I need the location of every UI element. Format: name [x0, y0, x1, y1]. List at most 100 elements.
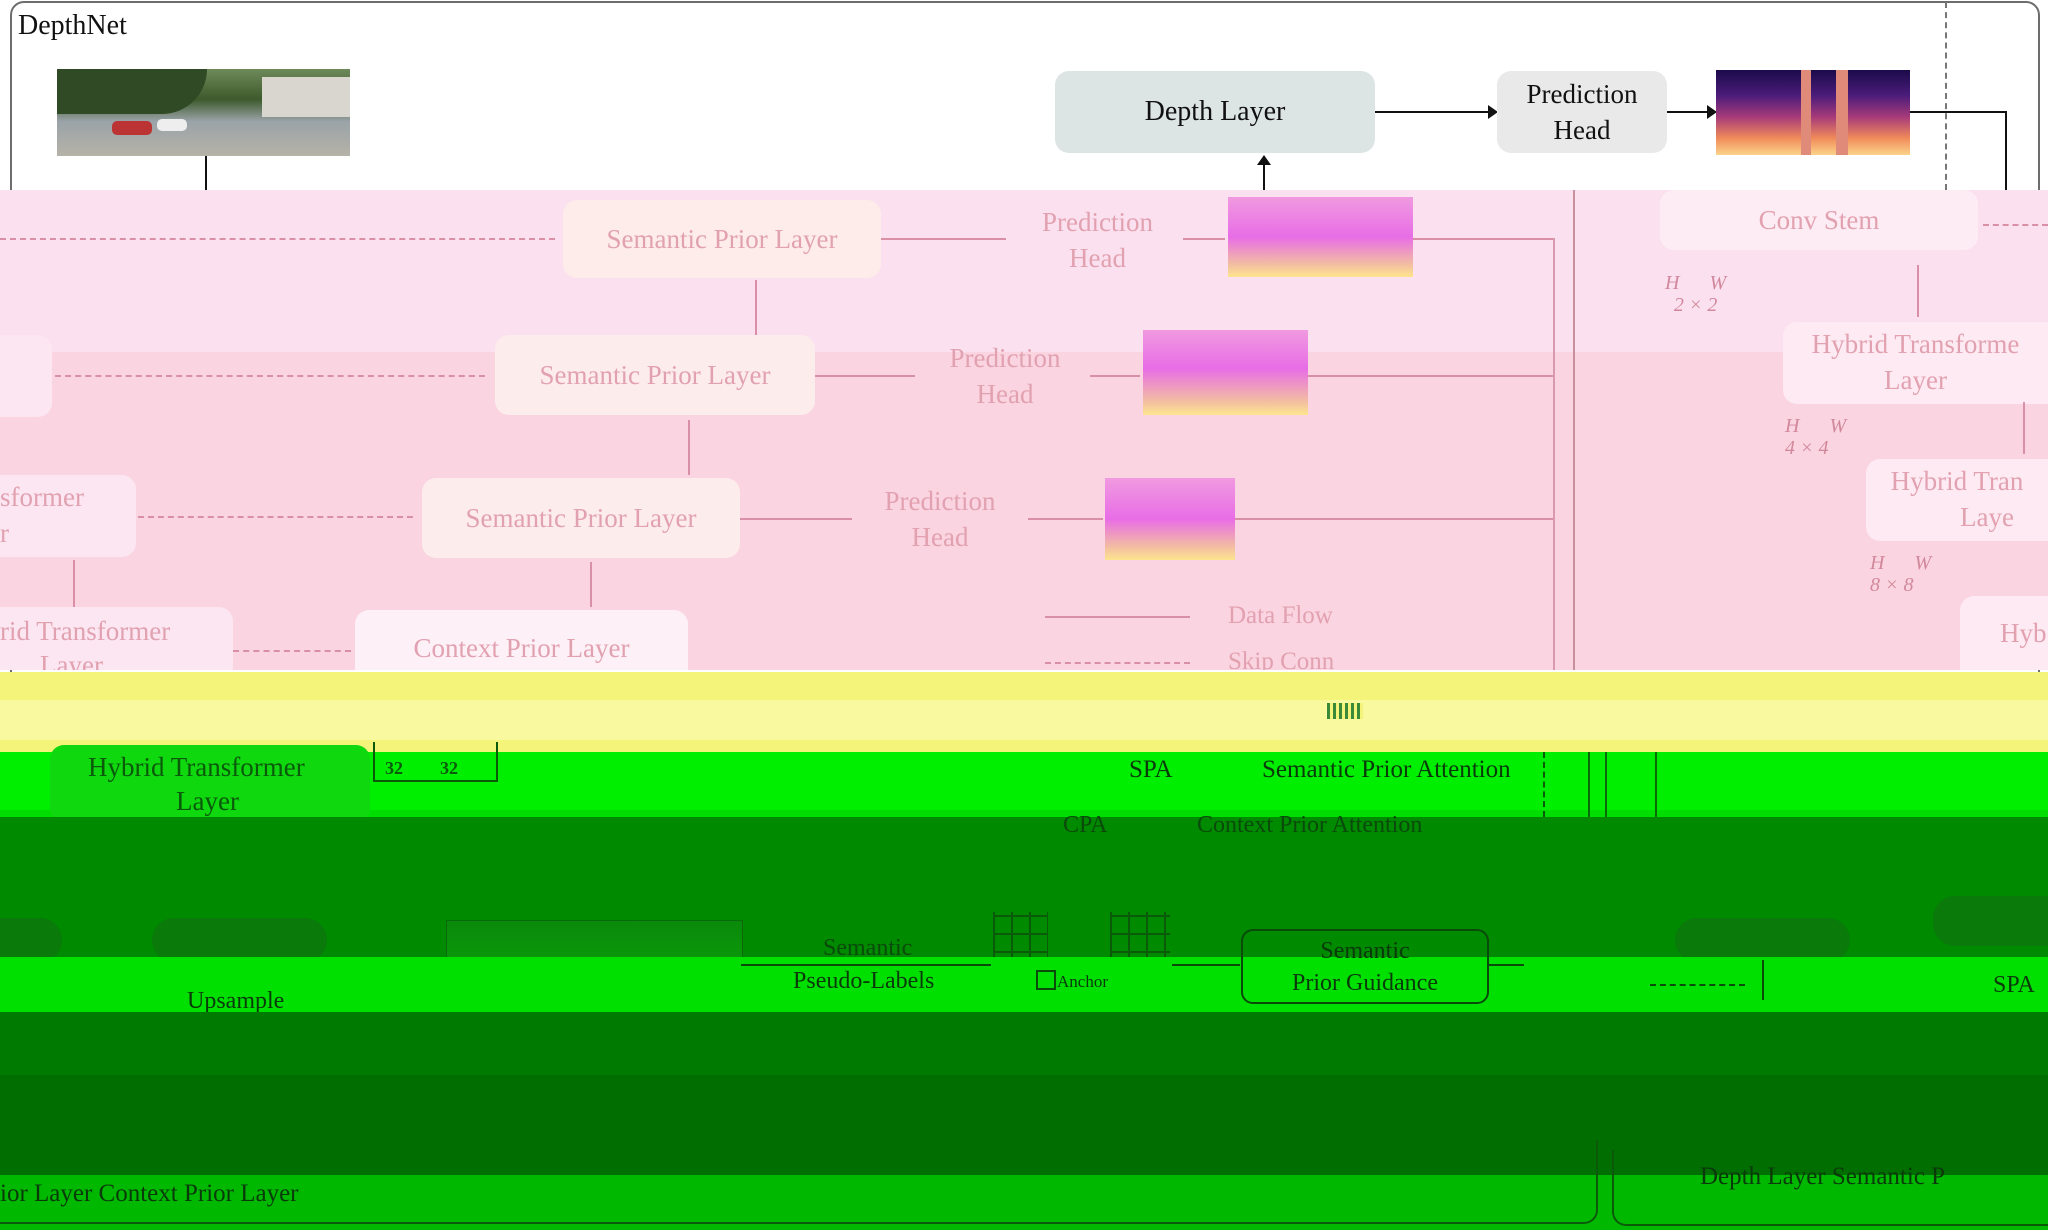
- bottom-box-outline: [0, 1140, 1598, 1224]
- dark-pill: [1933, 896, 2048, 946]
- diagram-title: DepthNet: [18, 10, 127, 41]
- skip-line: [1983, 224, 2048, 226]
- context-prior-layer-label: Context Prior Layer: [413, 633, 630, 663]
- semantic-prior-layer-1-label: Semantic Prior Layer: [606, 223, 838, 254]
- green-vline: [1655, 752, 1657, 822]
- legend-spa-full: Semantic Prior Attention: [1262, 756, 1511, 783]
- arrow-depth-to-head: [1375, 111, 1492, 113]
- semantic-prior-layer-2-label: Semantic Prior Layer: [539, 359, 771, 390]
- legend-cpa-full: Context Prior Attention: [1197, 812, 1423, 838]
- prediction-head-1-label: Prediction Head: [1042, 207, 1153, 273]
- fraction-box: [373, 742, 498, 782]
- semantic-prior-layer-1: Semantic Prior Layer: [563, 200, 881, 278]
- semantic-label: Semantic: [823, 935, 913, 961]
- legend-data-flow-line: [1045, 616, 1190, 618]
- htl-box-3: Hyb: [1960, 596, 2048, 670]
- upsample-label: Upsample: [187, 988, 285, 1014]
- f3-den: 8: [1870, 574, 1880, 596]
- dark-pill: [1675, 918, 1850, 962]
- arrowhead: [1488, 105, 1498, 119]
- down-arrow-line: [73, 560, 75, 607]
- depth-layer-label: Depth Layer: [1144, 96, 1286, 127]
- bottom-box-outline-right: [1612, 1150, 2048, 1226]
- context-prior-layer-box: [355, 610, 688, 670]
- arrow-line: [1489, 964, 1524, 966]
- legend-box-edge: [1543, 752, 1545, 817]
- htl-bottom-box: [50, 745, 370, 823]
- frac-32a: 32: [385, 758, 403, 778]
- input-street-image: [57, 69, 350, 156]
- times: ×: [1800, 437, 1814, 459]
- htl-partial-3b: Layer: [40, 650, 103, 670]
- dark-pill: [152, 918, 327, 962]
- output-arrow-down: [2005, 111, 2007, 191]
- partial-box-1: [0, 335, 52, 417]
- down-arrow-line: [1917, 265, 1919, 317]
- data-flow-line: [1090, 375, 1140, 377]
- htl-bottom-b: Layer: [176, 786, 239, 816]
- skip-line: [233, 650, 351, 652]
- skip-line: [138, 516, 413, 518]
- glitch-noise: [1327, 703, 1363, 719]
- input-arrow-down: [205, 156, 207, 196]
- f3-den2: 8: [1903, 574, 1914, 596]
- htl-2a: Hybrid Tran: [1890, 466, 2024, 496]
- htl-bottom-a: Hybrid Transformer: [88, 752, 305, 782]
- f1-num2: W: [1709, 272, 1727, 294]
- prediction-head-3: Prediction Head: [870, 483, 1010, 555]
- street-trees: [57, 69, 207, 114]
- data-flow-line: [1235, 518, 1553, 520]
- frac-32b: 32: [440, 758, 458, 778]
- street-car: [112, 121, 152, 135]
- depth-map-pole: [1836, 70, 1848, 155]
- arrow-head-to-depthmap: [1667, 111, 1711, 113]
- htl-partial-2b: r: [0, 518, 9, 548]
- depth-layer-box: Depth Layer: [1055, 71, 1375, 153]
- semantic-prior-layer-2: Semantic Prior Layer: [495, 335, 815, 415]
- up-arrow-line: [1762, 960, 1764, 1000]
- prior-guidance-a: Semantic: [1320, 938, 1410, 964]
- htl-2b: Laye: [1960, 502, 2014, 532]
- data-flow-line: [1413, 238, 1553, 240]
- arrow-line: [1172, 964, 1240, 966]
- legend-data-flow-label: Data Flow: [1228, 602, 1333, 629]
- arrow-line: [741, 964, 991, 966]
- output-depth-map: [1716, 70, 1910, 155]
- prediction-head-2-label: Prediction Head: [949, 343, 1061, 409]
- conv-stem-label: Conv Stem: [1758, 204, 1880, 235]
- prior-guidance-b: Prior Guidance: [1292, 970, 1438, 996]
- bracket-line: [1553, 238, 1555, 670]
- footer-right-labels: Depth Layer Semantic P: [1700, 1163, 1946, 1190]
- top-prediction-head-box: Prediction Head: [1497, 71, 1667, 153]
- f2-den: 4: [1785, 437, 1795, 459]
- f1-den2: 2: [1707, 294, 1718, 316]
- htl-1b: Layer: [1884, 365, 1947, 395]
- up-arrow-line: [688, 420, 690, 475]
- f3-num2: W: [1914, 552, 1932, 574]
- htl-partial-2a: sformer: [0, 482, 84, 512]
- output-arrow-right: [1910, 111, 2006, 113]
- depth-map-1: [1228, 197, 1413, 277]
- anchor-box: [1036, 970, 1056, 990]
- prediction-head-1: Prediction Head: [1030, 204, 1165, 276]
- bottom-green-region: [0, 1175, 2048, 1230]
- depth-map-3: [1105, 478, 1235, 560]
- legend-cpa-abbr: CPA: [1063, 812, 1108, 838]
- prediction-head-2: Prediction Head: [935, 340, 1075, 412]
- skip-line: [1650, 984, 1745, 986]
- skip-line: [55, 375, 485, 377]
- data-flow-line: [1028, 518, 1103, 520]
- vertical-divider: [1573, 190, 1575, 670]
- street-building: [262, 77, 350, 117]
- data-flow-line: [1308, 375, 1553, 377]
- legend-skip-label: Skip Conn: [1228, 648, 1335, 670]
- dark-pill: [0, 918, 62, 962]
- htl-3: Hyb: [2000, 617, 2047, 648]
- legend-spa-abbr: SPA: [1129, 756, 1173, 783]
- street-car: [157, 119, 187, 131]
- conv-stem-box: Conv Stem: [1660, 190, 1978, 250]
